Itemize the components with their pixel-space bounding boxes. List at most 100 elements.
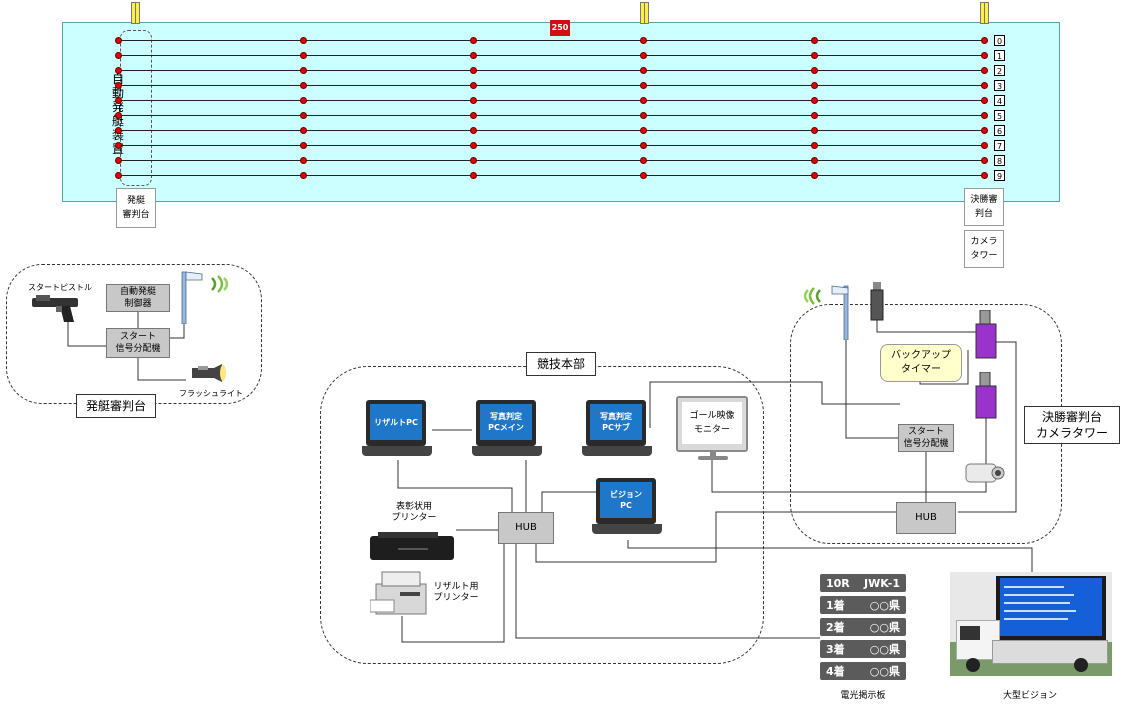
lane-buoy (300, 112, 307, 119)
lane-buoy (470, 67, 477, 74)
photo-main-pc-label: 写真判定 PCメイン (480, 404, 532, 440)
lane-buoy (981, 67, 988, 74)
lane-buoy (470, 52, 477, 59)
pistol-label: スタートピストル (28, 283, 92, 292)
hq-label: 競技本部 (526, 352, 596, 376)
lane-buoy (115, 127, 122, 134)
lane-buoy (115, 142, 122, 149)
lane-buoy (981, 37, 988, 44)
lane-buoy (300, 172, 307, 179)
lane-buoy (811, 127, 818, 134)
lane-line (119, 70, 987, 71)
camera-tower: カメラ タワー (964, 230, 1004, 268)
mid-pillar (640, 2, 649, 24)
lane-line (119, 175, 987, 176)
flag-antenna-icon (181, 271, 203, 324)
lane-buoy (981, 97, 988, 104)
scoreboard-row: 4着 ○○県 (820, 662, 906, 680)
result-printer-label: リザルト用 プリンター (433, 582, 479, 603)
scoreboard-row-left: 2着 (826, 621, 845, 634)
lane-buoy (300, 142, 307, 149)
lane-buoy (981, 157, 988, 164)
lane-number: 6 (994, 125, 1005, 136)
lane-buoy (470, 142, 477, 149)
monitor-stand (698, 450, 728, 460)
scoreboard-row-left: 3着 (826, 643, 845, 656)
photo-sub-pc-laptop: 写真判定 PCサブ (582, 400, 652, 460)
photo-sub-pc-label: 写真判定 PCサブ (590, 404, 642, 440)
scoreboard-row-right: ○○県 (869, 665, 900, 678)
lane-buoy (811, 52, 818, 59)
lane-buoy (981, 127, 988, 134)
scoreboard-row-right: ○○県 (869, 599, 900, 612)
lane-buoy (470, 127, 477, 134)
lane-buoy (640, 127, 647, 134)
lane-buoy (640, 97, 647, 104)
auto-start-controller: 自動発艇 制御器 (106, 284, 170, 312)
lane-number: 7 (994, 140, 1005, 151)
lane-number: 0 (994, 35, 1005, 46)
lane-line (119, 40, 987, 41)
lane-buoy (115, 37, 122, 44)
lane-line (119, 85, 987, 86)
lane-buoy (470, 37, 477, 44)
lane-buoy (115, 157, 122, 164)
finish-flag-antenna-icon (831, 285, 849, 340)
video-camera-icon (965, 463, 1005, 483)
lane-buoy (300, 127, 307, 134)
finish-start-signal-splitter: スタート 信号分配機 (898, 424, 954, 452)
scoreboard-caption: 電光掲示板 (840, 691, 886, 701)
start-signal-splitter: スタート 信号分配機 (106, 328, 170, 358)
lane-buoy (300, 157, 307, 164)
result-pc-laptop: リザルトPC (362, 400, 432, 460)
lane-buoy (470, 172, 477, 179)
lane-buoy (981, 142, 988, 149)
lane-line (119, 145, 987, 146)
lane-buoy (811, 157, 818, 164)
large-vision-photo (950, 572, 1112, 676)
scoreboard-row-left: 4着 (826, 665, 845, 678)
large-vision-caption: 大型ビジョン (1002, 691, 1057, 701)
lane-buoy (981, 112, 988, 119)
lane-line (119, 160, 987, 161)
scoreboard-row: 1着○○県 (820, 596, 906, 614)
finish-signal-wave-icon (803, 287, 821, 305)
start-pillar (131, 2, 140, 24)
lane-line (119, 55, 987, 56)
goal-monitor: ゴール映像 モニター (676, 396, 748, 452)
lane-buoy (640, 157, 647, 164)
distance-marker: 250 (550, 20, 570, 36)
lane-number: 3 (994, 80, 1005, 91)
lane-buoy (115, 67, 122, 74)
lane-buoy (470, 97, 477, 104)
lane-buoy (300, 82, 307, 89)
finish-hub: HUB (896, 502, 956, 534)
award-printer-label: 表彰状用 プリンター (391, 502, 437, 523)
lane-buoy (470, 112, 477, 119)
lane-buoy (300, 97, 307, 104)
lane-buoy (640, 82, 647, 89)
lane-buoy (811, 37, 818, 44)
photo-main-pc-laptop: 写真判定 PCメイン (472, 400, 542, 460)
lane-buoy (300, 37, 307, 44)
flashlight-label: フラッシュライト (179, 389, 243, 398)
lane-buoy (981, 52, 988, 59)
lane-buoy (300, 67, 307, 74)
lane-buoy (115, 97, 122, 104)
lane-buoy (640, 172, 647, 179)
lane-buoy (470, 157, 477, 164)
scoreboard-row: 2着○○県 (820, 618, 906, 636)
lane-buoy (115, 112, 122, 119)
award-printer-icon (370, 532, 454, 560)
flashlight-icon (192, 364, 226, 382)
start-area-label: 発艇審判台 (76, 394, 156, 418)
lane-buoy (115, 52, 122, 59)
vision-pc-laptop: ビジョン PC (592, 478, 662, 538)
result-pc-label: リザルトPC (370, 404, 422, 440)
auto-start-zone (120, 30, 152, 186)
lane-number: 8 (994, 155, 1005, 166)
scoreboard-row-right: JWK-1 (863, 576, 900, 590)
finish-area-label: 決勝審判台 カメラタワー (1024, 406, 1120, 444)
lane-buoy (640, 37, 647, 44)
